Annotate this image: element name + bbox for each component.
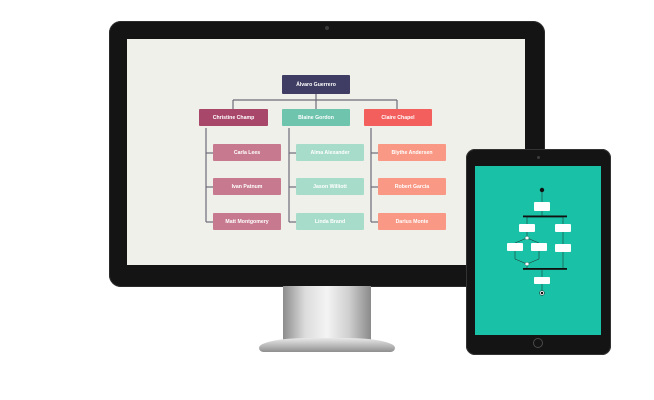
activity-fork-bar (523, 215, 567, 218)
org-node-robert-garcia[interactable]: Robert Garcia (378, 178, 446, 195)
activity-node-7[interactable] (534, 277, 550, 284)
activity-node-6[interactable] (555, 244, 571, 252)
org-node-linda-brand[interactable]: Linda Brand (296, 213, 364, 230)
org-node-blaine-gordon[interactable]: Blaine Gordon (282, 109, 350, 126)
org-chart-connectors (205, 94, 398, 223)
activity-diagram-screen (475, 166, 601, 335)
org-node-root[interactable]: Álvaro Guerrero (282, 75, 350, 94)
activity-node-5[interactable] (531, 243, 547, 251)
activity-end-dot-icon (540, 291, 544, 295)
tablet-home-button[interactable] (533, 338, 543, 348)
activity-node-2[interactable] (519, 224, 535, 232)
activity-start-icon (539, 187, 545, 193)
activity-join-bar (523, 268, 567, 270)
org-node-jason-williott[interactable]: Jason Williott (296, 178, 364, 195)
activity-diagram (514, 187, 567, 296)
monitor-camera (325, 26, 329, 30)
org-node-christine-champ[interactable]: Christine Champ (199, 109, 268, 126)
org-chart-screen: Álvaro Guerrero Christine Champ Blaine G… (127, 39, 525, 265)
org-node-claire-chapel[interactable]: Claire Chapel (364, 109, 432, 126)
org-node-matt-montgomery[interactable]: Matt Montgomery (213, 213, 281, 230)
org-node-alma-alexander[interactable]: Alma Alexander (296, 144, 364, 161)
org-node-darius-monte[interactable]: Darius Monte (378, 213, 446, 230)
org-node-ivan-patnum[interactable]: Ivan Patnum (213, 178, 281, 195)
activity-merge-icon (524, 261, 530, 267)
activity-node-4[interactable] (507, 243, 523, 251)
org-node-blythe-andersen[interactable]: Blythe Andersen (378, 144, 446, 161)
org-node-carla-lees[interactable]: Carla Lees (213, 144, 281, 161)
tablet-camera (537, 156, 540, 159)
monitor-stand (283, 286, 371, 342)
activity-node-3[interactable] (555, 224, 571, 232)
monitor-stand-base (259, 338, 395, 352)
activity-decision-icon (524, 235, 530, 241)
activity-node-1[interactable] (534, 202, 550, 211)
